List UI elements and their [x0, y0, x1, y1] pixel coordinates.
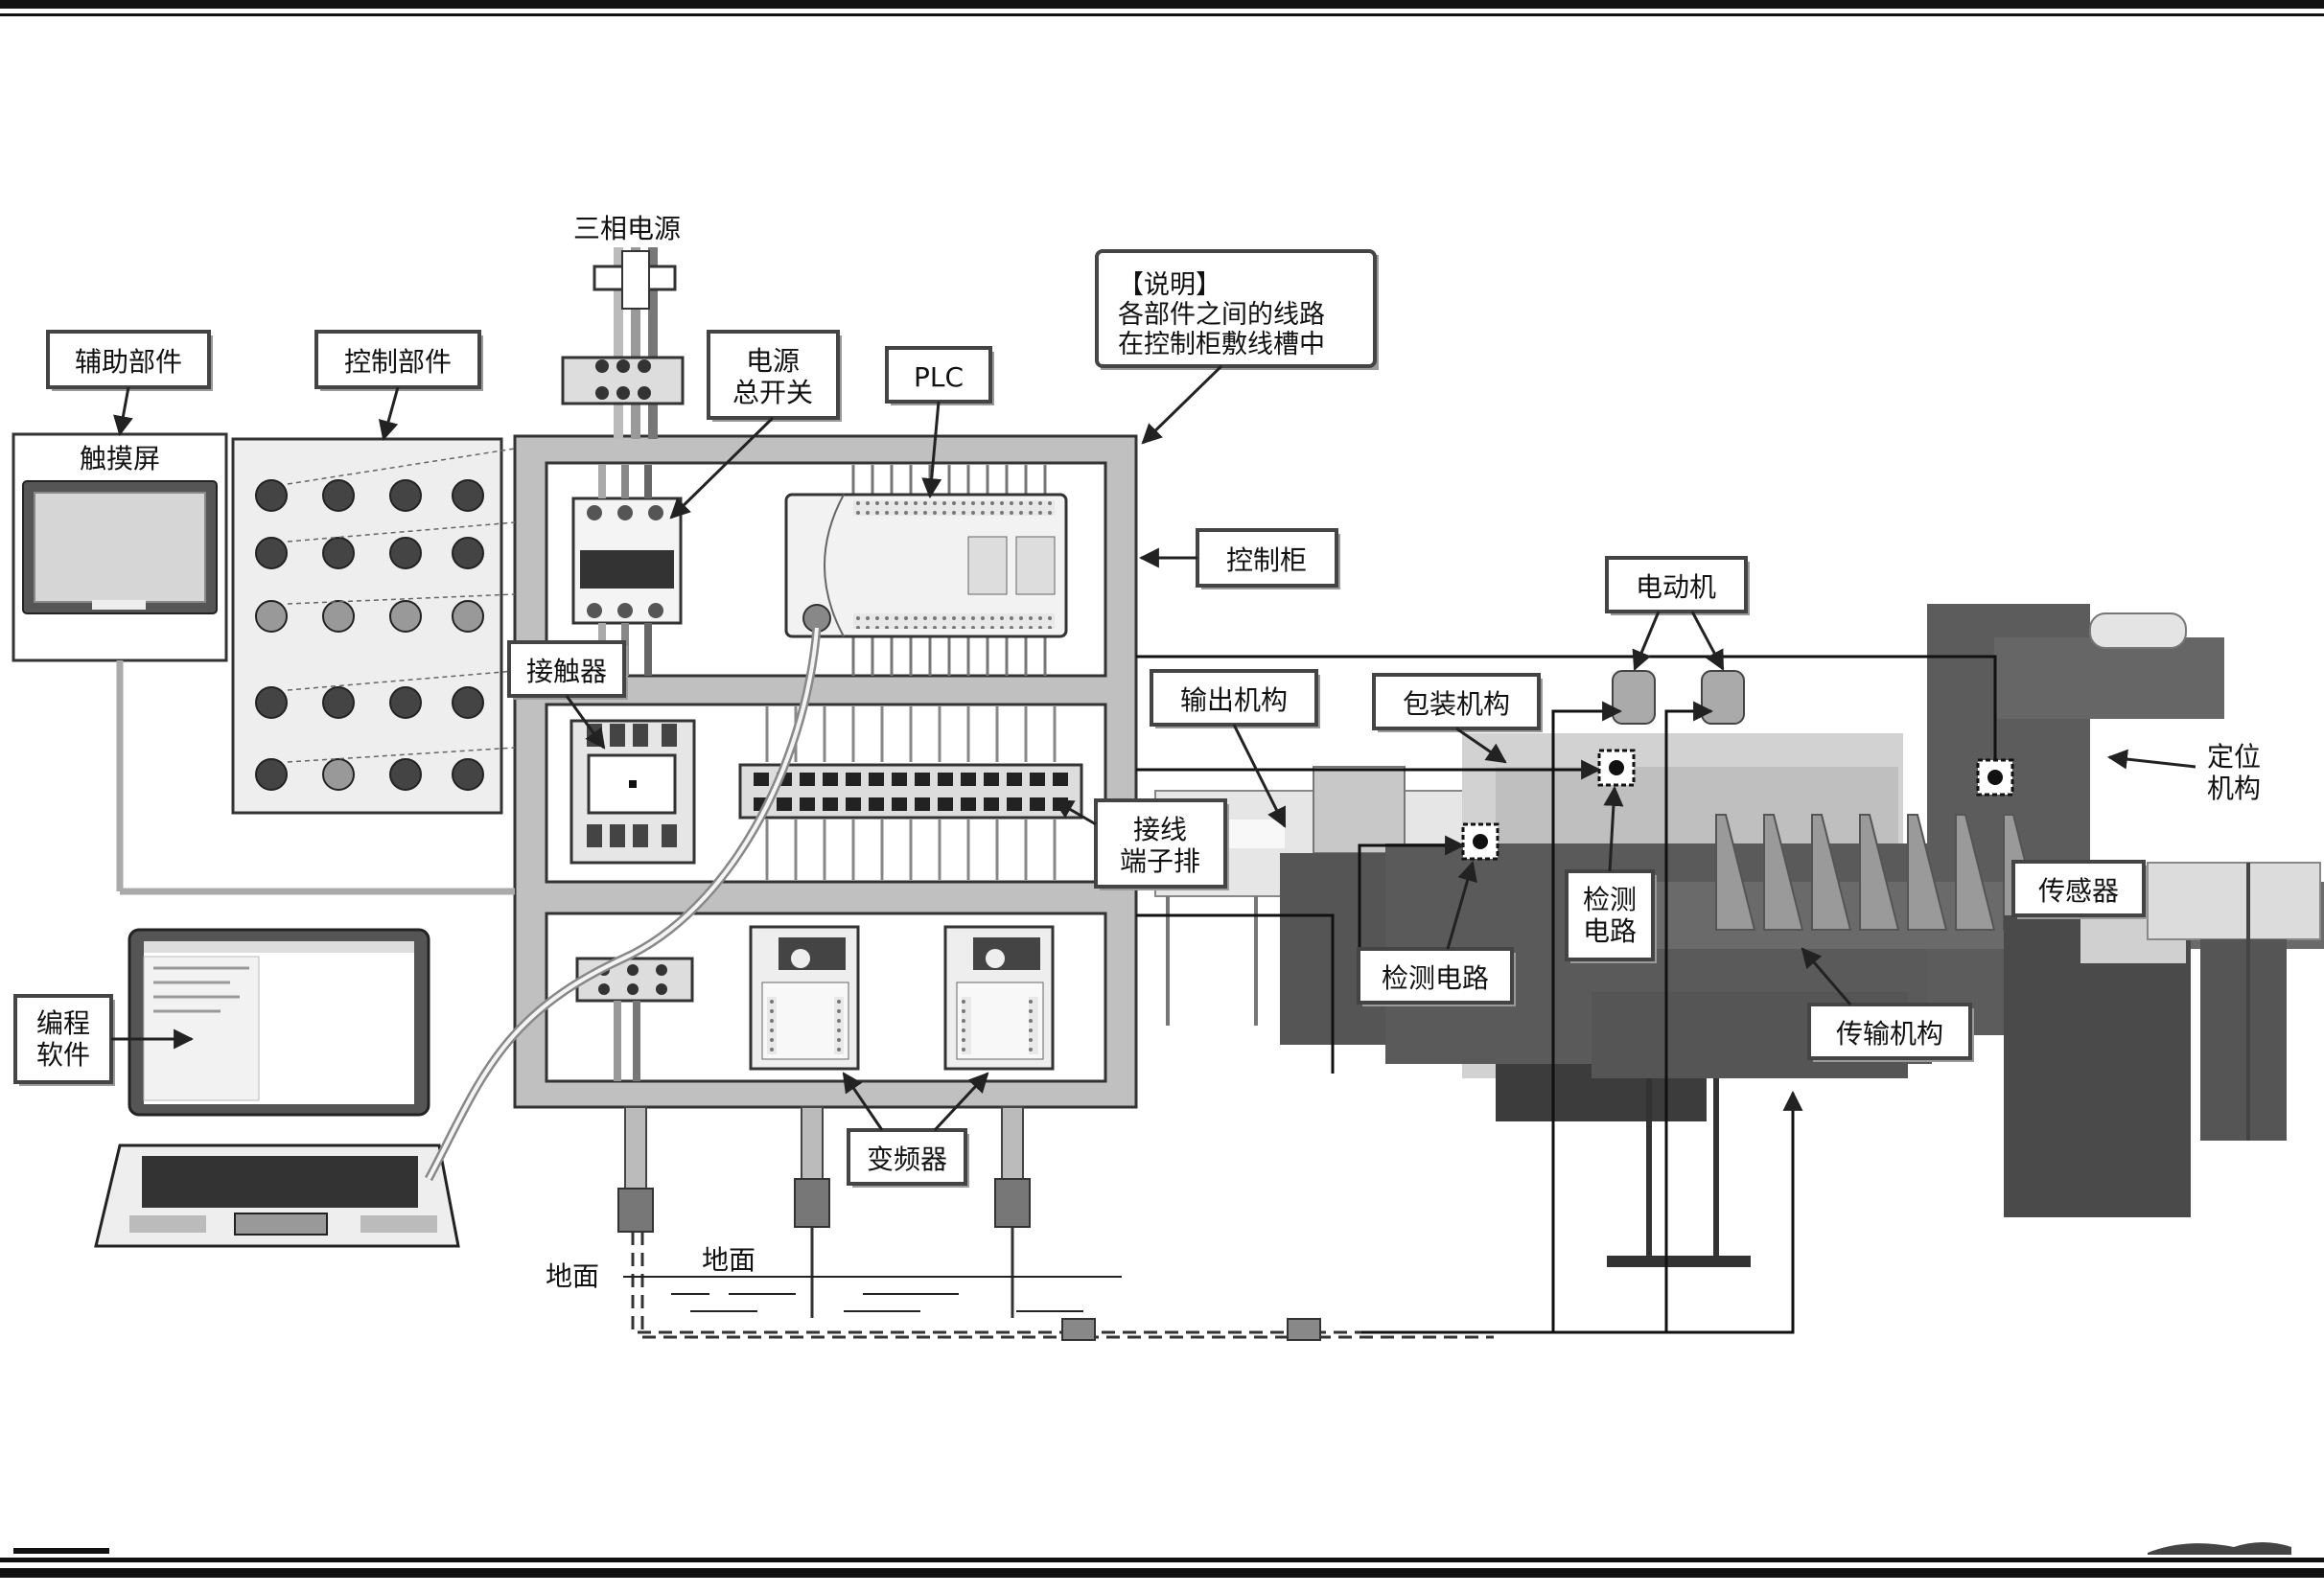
aux-parts-text: 辅助部件: [75, 346, 182, 378]
positioning-text-2: 机构: [2207, 773, 2261, 804]
detect-circuit-b-text: 检测电路: [1382, 962, 1489, 994]
signal-lines: [1136, 655, 1997, 1334]
plc-text: PLC: [914, 361, 964, 393]
label-laptop-brand: TAOTAO: [244, 1114, 306, 1132]
contactor-unit: [569, 719, 696, 865]
control-parts-text: 控制部件: [344, 346, 452, 378]
label-terminal: 接线 端子排: [1053, 798, 1229, 890]
label-ground: 地面 地面: [546, 1244, 755, 1292]
inverter-2: [943, 925, 1055, 1071]
packing-mech-text: 包装机构: [1403, 688, 1510, 720]
label-output-mech: 输出机构: [1150, 669, 1320, 828]
detection-markers: [1461, 749, 2014, 861]
label-control-parts: 控制部件: [314, 330, 483, 442]
power-feed: [561, 247, 685, 439]
ground: [623, 1276, 1122, 1312]
detect-circuit-a-text-1: 检测: [1583, 884, 1637, 915]
detect-circuit-a-text-2: 电路: [1583, 915, 1637, 947]
packaging-machine: [1154, 604, 2324, 1267]
main-switch: [571, 465, 683, 676]
label-aux-parts: 辅助部件: [46, 330, 213, 437]
label-control-cabinet: 控制柜: [1138, 528, 1340, 589]
ground-left-text: 地面: [546, 1260, 599, 1292]
label-power-source: 三相电源: [573, 213, 681, 244]
label-inverter: 变频器: [842, 1072, 989, 1188]
positioning-text-1: 定位: [2207, 741, 2261, 773]
inverter-1: [749, 925, 860, 1071]
label-note: 【说明】 各部件之间的线路 在控制柜敷线槽中: [1095, 249, 1379, 445]
contactor-text: 接触器: [526, 656, 607, 687]
programming-text-2: 软件: [36, 1039, 90, 1071]
output-mech-text: 输出机构: [1180, 684, 1288, 716]
plc-unit: [784, 465, 1068, 676]
control-cabinet-text: 控制柜: [1226, 544, 1307, 576]
label-motor: 电动机: [1605, 556, 1750, 671]
programming-text-1: 编程: [36, 1007, 90, 1039]
laptop: [94, 627, 822, 1248]
note-line1-text: 各部件之间的线路: [1118, 300, 1325, 330]
label-packing-mech: 包装机构: [1372, 673, 1543, 764]
transport-mech-text: 传输机构: [1836, 1018, 1943, 1050]
sensor-text: 传感器: [2038, 875, 2119, 907]
label-touch-screen: 触摸屏: [80, 443, 160, 474]
bottom-terminal: [575, 957, 694, 1081]
note-line2-text: 在控制柜敷线槽中: [1118, 330, 1325, 359]
terminal-block: [738, 706, 1083, 880]
label-main-switch: 电源 总开关: [669, 330, 842, 520]
ground-right-text: 地面: [702, 1244, 755, 1276]
terminal-text-2: 端子排: [1120, 845, 1200, 877]
label-transport-mech: 传输机构: [1801, 947, 1974, 1062]
touch-screen-text: 触摸屏: [80, 443, 160, 474]
terminal-text-1: 接线: [1133, 814, 1187, 845]
main-switch-text-1: 电源: [746, 345, 800, 377]
label-plc: PLC: [885, 346, 994, 499]
laptop-brand-text: TAOTAO: [244, 1114, 306, 1132]
main-switch-text-2: 总开关: [732, 377, 813, 408]
label-positioning: 定位 机构: [2106, 741, 2261, 804]
cabinet-conduits: [617, 1106, 1494, 1341]
inverter-text: 变频器: [867, 1144, 947, 1175]
label-detect-circuit-b: 检测电路: [1357, 860, 1516, 1006]
control-button-panel: [231, 437, 516, 815]
label-detect-circuit-a: 检测 电路: [1565, 785, 1657, 963]
note-title-text: 【说明】: [1118, 270, 1221, 300]
motor-text: 电动机: [1636, 571, 1716, 603]
label-sensor: 传感器: [2011, 860, 2148, 919]
label-programming: 编程 软件: [13, 994, 195, 1086]
label-contactor: 接触器: [507, 640, 628, 750]
touch-screen-panel: [12, 432, 515, 895]
power-source-text: 三相电源: [573, 213, 681, 244]
